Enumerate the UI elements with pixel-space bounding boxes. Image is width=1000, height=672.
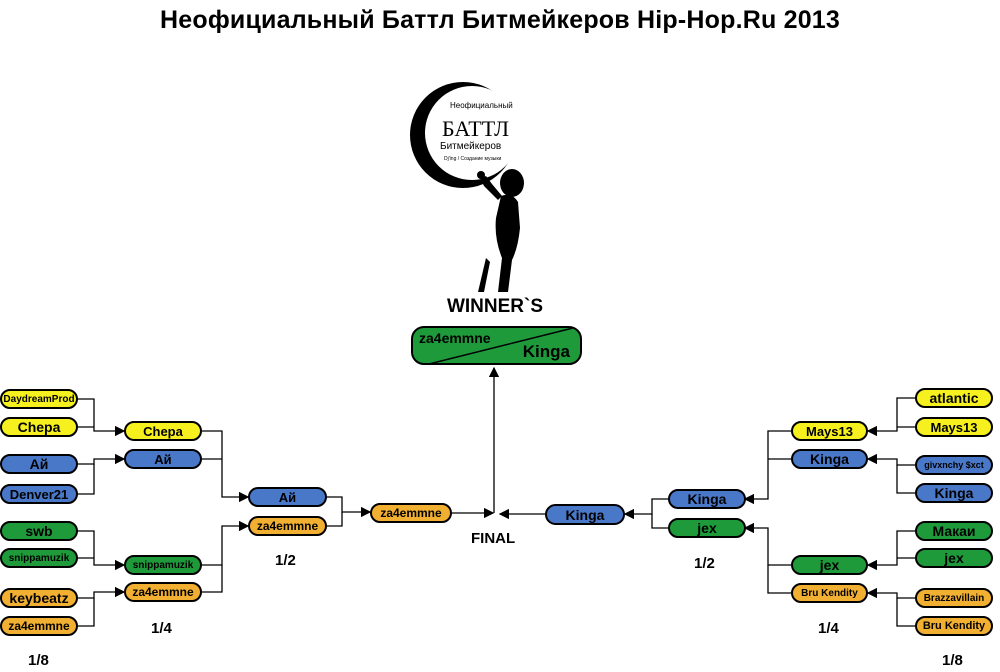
logo-line3: Битмейкеров (440, 141, 501, 152)
right-r16-slot-1: atlantic (915, 388, 993, 408)
round-label-right-eighth: 1/8 (942, 652, 963, 669)
left-r8-slot-1: Chepa (124, 421, 202, 441)
right-r16-slot-6: jex (915, 548, 993, 568)
right-r16-slot-2: Mays13 (915, 417, 993, 437)
round-label-left-half: 1/2 (275, 552, 296, 569)
right-r16-slot-4: Kinga (915, 483, 993, 503)
left-r8-slot-3: snippamuzik (124, 555, 202, 575)
round-label-right-quarter: 1/4 (818, 620, 839, 637)
left-r8-slot-2: Ай (124, 449, 202, 469)
left-r16-slot-6: snippamuzik (0, 548, 78, 568)
winner-name-top: za4emmne (419, 330, 491, 346)
left-r16-slot-8: za4emmne (0, 616, 78, 636)
left-r16-slot-3: Ай (0, 454, 78, 474)
round-label-left-quarter: 1/4 (151, 620, 172, 637)
right-r16-slot-8: Bru Kendity (915, 616, 993, 636)
right-r4-slot-2: jex (668, 518, 746, 538)
final-label: FINAL (471, 530, 516, 547)
round-label-right-half: 1/2 (694, 555, 715, 572)
page-title: Неофициальный Баттл Битмейкеров Hip-Hop.… (159, 6, 841, 34)
right-r16-slot-7: Brazzavillain (915, 588, 993, 608)
winner-box: za4emmne Kinga (411, 326, 582, 365)
left-r4-slot-1: Ай (248, 487, 327, 507)
winner-name-bottom: Kinga (522, 342, 570, 361)
right-finalist: Kinga (545, 504, 625, 525)
left-r16-slot-7: keybeatz (0, 588, 78, 608)
round-label-left-eighth: 1/8 (28, 652, 49, 669)
right-r8-slot-4: Bru Kendity (791, 583, 868, 603)
left-r16-slot-4: Denver21 (0, 484, 78, 504)
left-finalist: za4emmne (370, 503, 452, 523)
right-r16-slot-5: Макаи (915, 521, 993, 541)
left-r8-slot-4: za4emmne (124, 582, 202, 602)
right-r8-slot-2: Kinga (791, 449, 868, 469)
right-r8-slot-1: Mays13 (791, 421, 868, 441)
left-r16-slot-1: DaydreamProd (0, 389, 78, 409)
battle-logo: Неофициальный БАТТЛ Битмейкеров Dj'ing /… (410, 82, 524, 292)
logo-line1: Неофициальный (450, 101, 513, 110)
left-r4-slot-2: za4emmne (248, 516, 327, 536)
left-r16-slot-5: swb (0, 521, 78, 541)
logo-line2: БАТТЛ (442, 116, 509, 141)
right-r8-slot-3: jex (791, 555, 868, 575)
logo-line4: Dj'ing / Создание музыки (444, 156, 502, 162)
rapper-silhouette (477, 169, 524, 292)
right-r16-slot-3: givxnchy $xct (915, 455, 993, 475)
right-r4-slot-1: Kinga (668, 489, 746, 509)
winner-heading: WINNER`S (446, 296, 544, 317)
left-r16-slot-2: Chepa (0, 417, 78, 437)
